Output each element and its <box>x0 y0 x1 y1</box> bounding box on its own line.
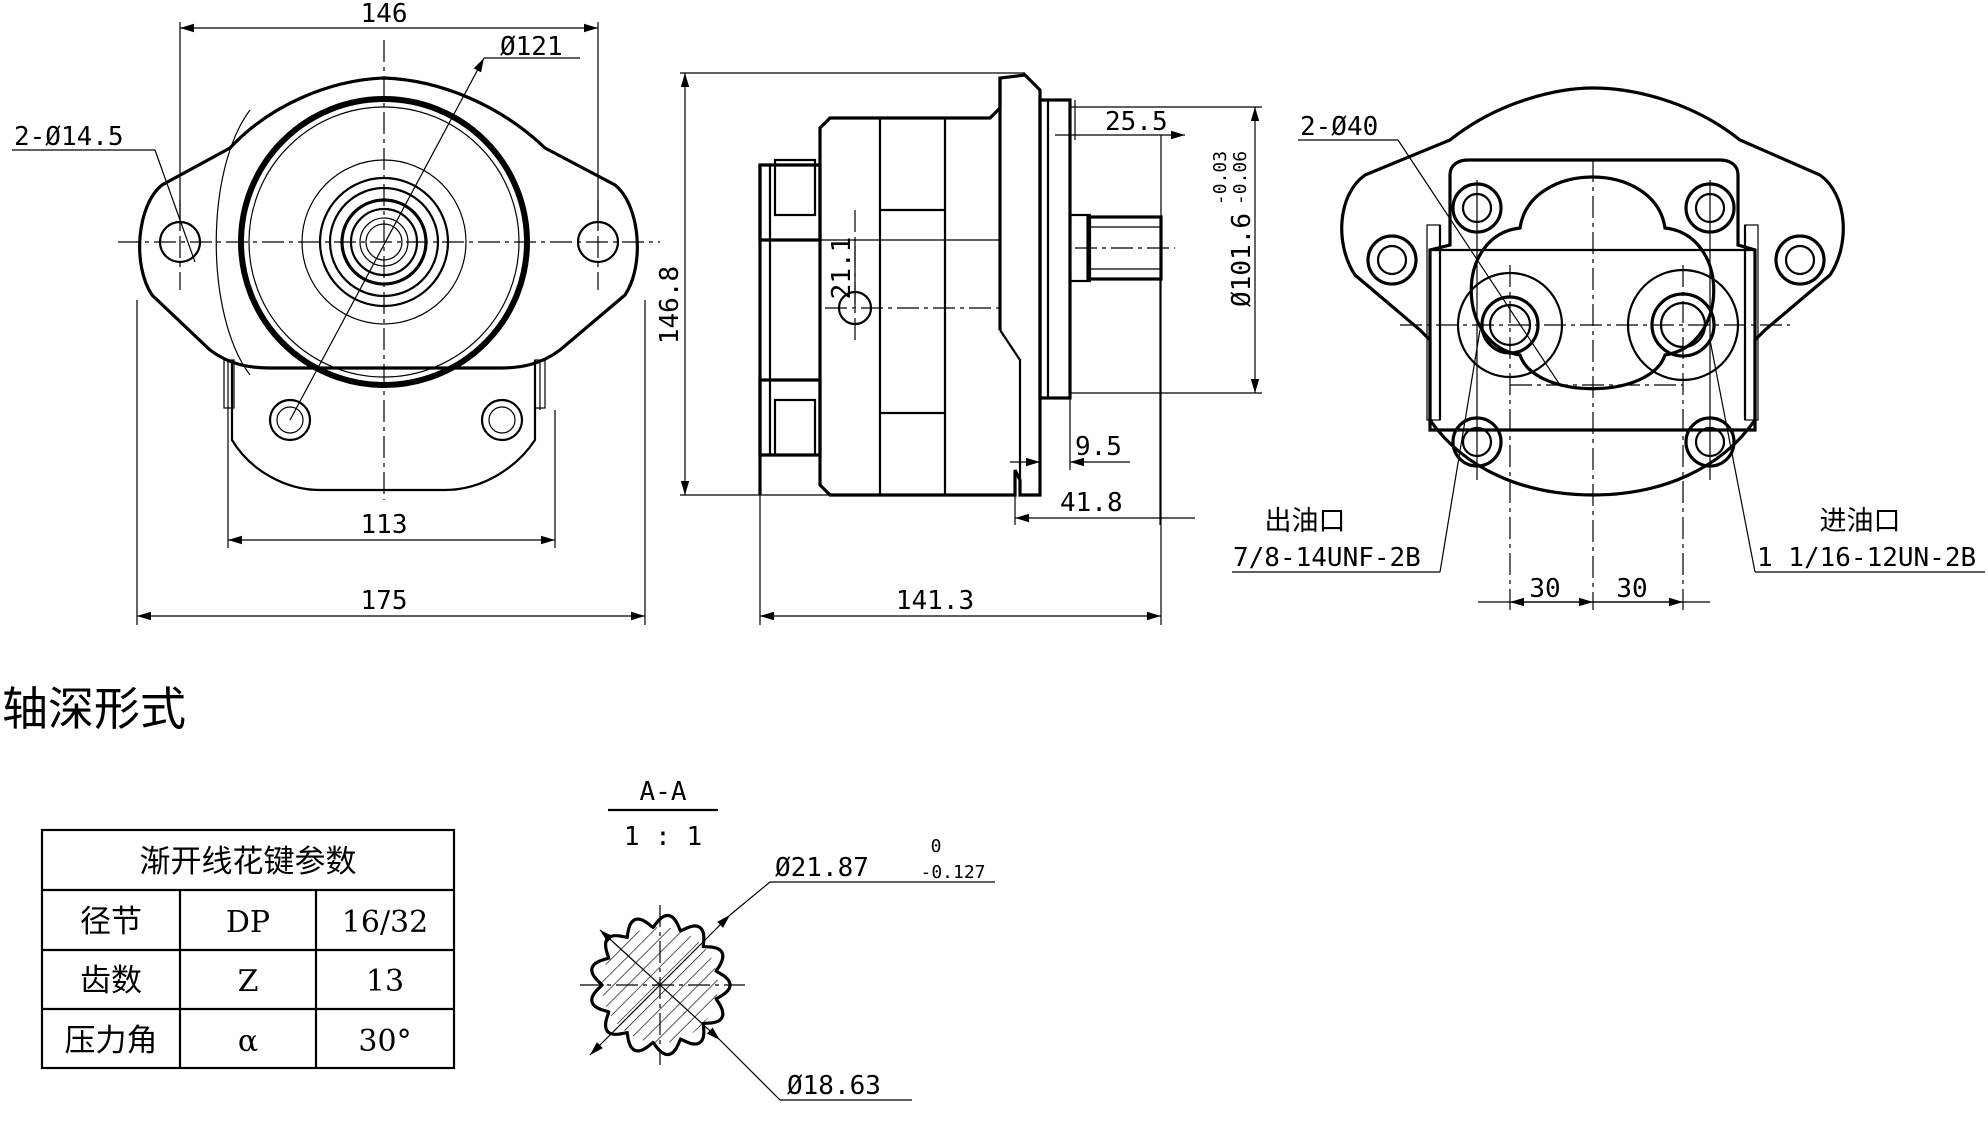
front-dim-146: 146 <box>361 0 408 29</box>
side-dim-flange-thickness: 9.5 <box>1075 432 1122 462</box>
side-flange <box>1038 98 1072 400</box>
table-row-angle-symbol: α <box>238 1024 258 1059</box>
front-dim-bolt-circle: Ø121 <box>500 32 563 62</box>
section-dim-major: Ø21.87 <box>775 853 869 883</box>
side-view: 146.8 25.5 Ø101.6 -0.03 -0.06 21.1 9.5 4… <box>655 72 1262 625</box>
section-dim-major-tol-upper: 0 <box>931 836 942 857</box>
table-row-pitch-symbol: DP <box>226 905 270 940</box>
table-row-angle-value: 30° <box>358 1024 411 1059</box>
rear-inlet-label: 进油口 <box>1820 506 1901 537</box>
rear-outlet-label: 出油口 <box>1265 506 1346 537</box>
table-row-teeth-value: 13 <box>366 964 404 999</box>
section-title: 轴深形式 <box>2 682 186 736</box>
side-dim-flange-to-face: 41.8 <box>1060 488 1123 518</box>
spline-table: 渐开线花键参数 径节 DP 16/32 齿数 Z 13 压力角 α 30° <box>40 828 456 1070</box>
section-view: A-A 1 : 1 Ø21.87 0 -0.127 Ø18.63 <box>580 777 995 1101</box>
table-row-angle-label: 压力角 <box>65 1023 158 1059</box>
front-lower-body <box>230 360 537 492</box>
section-dim-major-tol-lower: -0.127 <box>920 862 985 883</box>
rear-view: 2-Ø40 出油口 7/8-14UNF-2B 进油口 1 1/16-12UN-2… <box>1232 86 1985 610</box>
front-dim-175: 175 <box>361 586 408 616</box>
table-row-teeth-label: 齿数 <box>80 963 142 999</box>
table-row-pitch-value: 16/32 <box>342 905 428 940</box>
side-dim-overall-length: 141.3 <box>896 586 974 616</box>
side-dim-pilot-tol-upper: -0.03 <box>1210 151 1231 205</box>
section-dim-minor: Ø18.63 <box>787 1071 881 1101</box>
front-view: 146 Ø121 2-Ø14.5 113 175 <box>12 0 660 625</box>
rear-outlet-thread: 7/8-14UNF-2B <box>1233 543 1421 573</box>
table-row-teeth-symbol: Z <box>238 964 259 999</box>
front-dim-113: 113 <box>361 510 408 540</box>
table-row-pitch-label: 径节 <box>80 904 142 940</box>
rear-dim-ports: 2-Ø40 <box>1300 112 1378 142</box>
rear-dim-right-offset: 30 <box>1616 574 1647 604</box>
side-dim-height: 146.8 <box>655 266 685 344</box>
side-dim-port-offset: 21.1 <box>827 237 857 300</box>
section-label: A-A <box>640 777 687 807</box>
side-dim-shaft-length: 25.5 <box>1105 107 1168 137</box>
section-scale: 1 : 1 <box>624 822 702 852</box>
spline-table-title: 渐开线花键参数 <box>140 844 357 880</box>
front-flange-outline <box>138 76 639 370</box>
rear-dim-left-offset: 30 <box>1529 574 1560 604</box>
side-dim-pilot-tol-lower: -0.06 <box>1230 151 1251 205</box>
front-dim-mount-holes: 2-Ø14.5 <box>14 122 124 152</box>
side-dim-pilot-diameter: Ø101.6 <box>1227 213 1257 307</box>
rear-inlet-thread: 1 1/16-12UN-2B <box>1757 543 1976 573</box>
